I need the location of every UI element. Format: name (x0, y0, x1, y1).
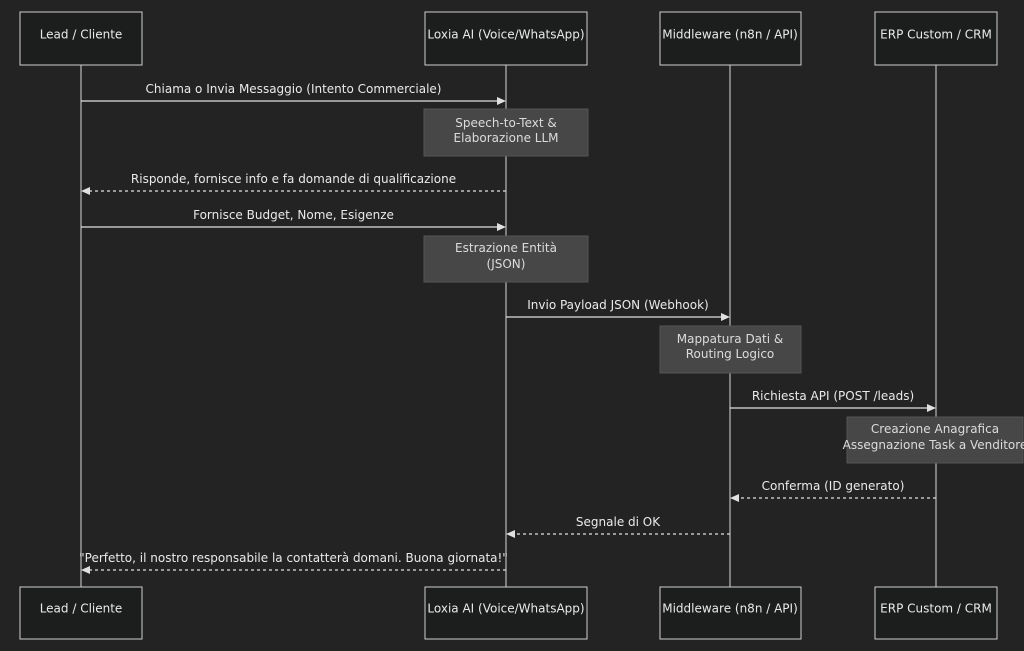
message-6: Conferma (ID generato) (730, 479, 936, 502)
participant-lead-bottom[interactable]: Lead / Cliente (19, 586, 143, 640)
messages: Chiama o Invia Messaggio (Intento Commer… (79, 82, 936, 574)
note-speech-to-text: Speech-to-Text & Elaborazione LLM (423, 108, 589, 157)
arrowhead-icon (721, 313, 730, 321)
participant-lead-top[interactable]: Lead / Cliente (19, 11, 143, 66)
message-label: Segnale di OK (576, 515, 661, 529)
arrowhead-icon (927, 404, 936, 412)
participants-top: Lead / Cliente Loxia AI (Voice/WhatsApp)… (19, 11, 998, 66)
message-label: Conferma (ID generato) (762, 479, 905, 493)
message-label: Risponde, fornisce info e fa domande di … (131, 172, 456, 186)
note-line: (JSON) (487, 257, 526, 271)
note-mappatura-dati: Mappatura Dati & Routing Logico (659, 325, 802, 374)
participant-loxia-bottom[interactable]: Loxia AI (Voice/WhatsApp) (424, 586, 588, 640)
note-line: Creazione Anagrafica (871, 422, 999, 436)
participant-label: Lead / Cliente (40, 28, 123, 42)
participant-label: Lead / Cliente (40, 602, 123, 616)
arrowhead-icon (81, 566, 90, 574)
arrowhead-icon (81, 187, 90, 195)
note-creazione-anagrafica: Creazione Anagrafica Assegnazione Task a… (843, 416, 1024, 464)
note-line: Speech-to-Text & (455, 116, 556, 130)
note-line: Routing Logico (686, 347, 775, 361)
participant-label: ERP Custom / CRM (880, 28, 992, 42)
message-5: Richiesta API (POST /leads) (730, 389, 936, 412)
message-2: Risponde, fornisce info e fa domande di … (81, 172, 506, 195)
message-3: Fornisce Budget, Nome, Esigenze (81, 208, 506, 231)
participant-erp-top[interactable]: ERP Custom / CRM (874, 11, 998, 66)
note-line: Estrazione Entità (455, 241, 557, 255)
participant-label: ERP Custom / CRM (880, 602, 992, 616)
note-line: Assegnazione Task a Venditore (843, 438, 1024, 452)
participant-loxia-top[interactable]: Loxia AI (Voice/WhatsApp) (424, 11, 588, 66)
participants-bottom: Lead / Cliente Loxia AI (Voice/WhatsApp)… (19, 586, 998, 640)
note-line: Mappatura Dati & (677, 332, 784, 346)
message-label: Fornisce Budget, Nome, Esigenze (193, 208, 394, 222)
participant-label: Middleware (n8n / API) (662, 28, 798, 42)
message-label: Richiesta API (POST /leads) (752, 389, 914, 403)
message-label: Chiama o Invia Messaggio (Intento Commer… (146, 82, 442, 96)
participant-erp-bottom[interactable]: ERP Custom / CRM (874, 586, 998, 640)
note-estrazione-entita: Estrazione Entità (JSON) (423, 235, 589, 283)
participant-label: Loxia AI (Voice/WhatsApp) (427, 602, 584, 616)
participant-label: Middleware (n8n / API) (662, 602, 798, 616)
arrowhead-icon (506, 530, 515, 538)
arrowhead-icon (497, 97, 506, 105)
message-4: Invio Payload JSON (Webhook) (506, 298, 730, 321)
message-8: "Perfetto, il nostro responsabile la con… (79, 551, 508, 574)
participant-middleware-top[interactable]: Middleware (n8n / API) (659, 11, 802, 66)
participant-label: Loxia AI (Voice/WhatsApp) (427, 28, 584, 42)
participant-middleware-bottom[interactable]: Middleware (n8n / API) (659, 586, 802, 640)
arrowhead-icon (730, 494, 739, 502)
message-7: Segnale di OK (506, 515, 730, 538)
notes: Speech-to-Text & Elaborazione LLM Estraz… (423, 108, 1024, 464)
message-label: "Perfetto, il nostro responsabile la con… (79, 551, 508, 565)
message-label: Invio Payload JSON (Webhook) (527, 298, 709, 312)
note-line: Elaborazione LLM (453, 131, 558, 145)
message-1: Chiama o Invia Messaggio (Intento Commer… (81, 82, 506, 105)
arrowhead-icon (497, 223, 506, 231)
